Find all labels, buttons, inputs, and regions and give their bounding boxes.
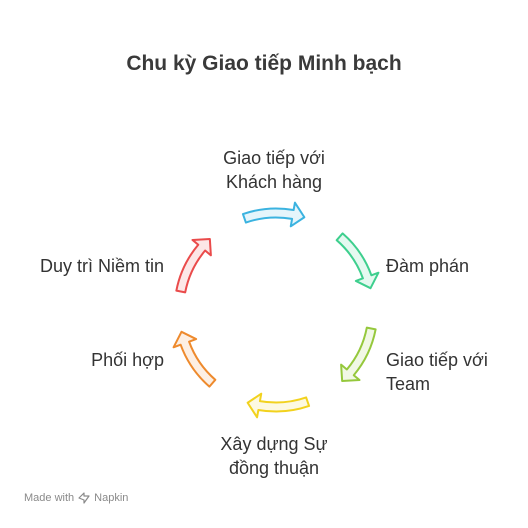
arrow-giao-tiep-team-icon bbox=[340, 326, 377, 382]
footer-prefix: Made with bbox=[24, 492, 75, 504]
stage-label-xay-dung-dong-thuan: Xây dựng Sự đồng thuận bbox=[220, 434, 328, 478]
arrow-xay-dung-dong-thuan-icon bbox=[246, 392, 311, 419]
arrow-duy-tri-niem-tin-icon bbox=[175, 238, 212, 294]
stage-label-giao-tiep-khach-hang: Giao tiếp với Khách hàng bbox=[223, 148, 325, 192]
diagram-title: Chu kỳ Giao tiếp Minh bạch bbox=[126, 52, 402, 75]
arrow-phoi-hop-icon bbox=[172, 330, 217, 388]
stage-label-duy-tri-niem-tin: Duy trì Niềm tin bbox=[39, 256, 164, 276]
napkin-logo-icon bbox=[78, 492, 90, 504]
stage-label-dam-phan: Đàm phán bbox=[386, 256, 470, 276]
arrow-dam-phan-icon bbox=[335, 232, 380, 290]
footer-brand: Napkin bbox=[94, 492, 129, 504]
arrow-giao-tiep-khach-hang-icon bbox=[241, 201, 306, 228]
stage-label-phoi-hop: Phối hợp bbox=[91, 350, 164, 370]
stage-label-giao-tiep-team: Giao tiếp với Team bbox=[386, 350, 488, 394]
made-with-napkin-footer[interactable]: Made with Napkin bbox=[24, 492, 128, 504]
